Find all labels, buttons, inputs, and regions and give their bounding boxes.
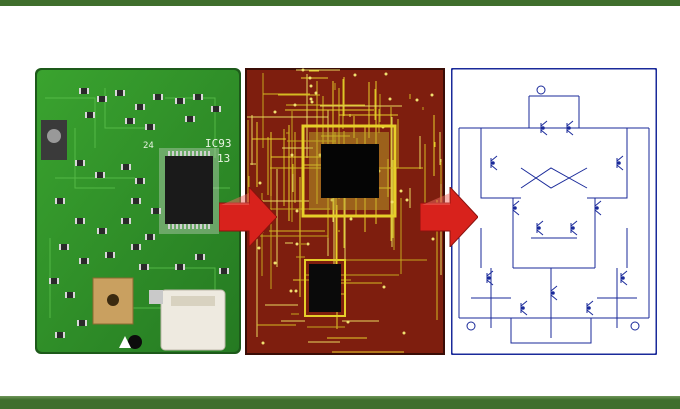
smd-component — [145, 124, 155, 130]
smd-component — [65, 292, 75, 298]
smd-component — [105, 252, 115, 258]
arrow-right-icon — [420, 187, 478, 247]
transistor-symbol — [536, 220, 544, 236]
transistor-symbol — [616, 155, 624, 171]
layout-main-ic — [321, 144, 379, 198]
transistor-symbol — [620, 270, 628, 286]
schematic-panel — [451, 68, 657, 355]
smd-component — [211, 106, 221, 112]
smd-component — [219, 268, 229, 274]
smd-component — [135, 178, 145, 184]
smd-component — [49, 278, 59, 284]
pcb-board — [37, 70, 239, 352]
smd-component — [115, 90, 125, 96]
smd-component — [77, 320, 87, 326]
transistor-symbol — [490, 155, 498, 171]
transistor-symbol — [570, 220, 578, 236]
smd-component — [75, 160, 85, 166]
smd-component — [175, 98, 185, 104]
smd-component — [55, 332, 65, 338]
smd-component — [145, 234, 155, 240]
transistor-symbol — [586, 300, 594, 316]
silkscreen-label-ic93: IC93 — [205, 137, 232, 150]
smd-component — [95, 172, 105, 178]
top-banner — [0, 0, 680, 6]
smd-component — [75, 218, 85, 224]
smd-component — [151, 208, 161, 214]
transistor-symbol — [520, 300, 528, 316]
smd-component — [195, 254, 205, 260]
smd-component — [97, 228, 107, 234]
smd-component — [193, 94, 203, 100]
smd-component — [121, 164, 131, 170]
arrow-right-icon — [219, 187, 277, 247]
smd-component — [79, 88, 89, 94]
smd-component — [121, 218, 131, 224]
smd-component — [97, 96, 107, 102]
smd-component — [153, 94, 163, 100]
smd-component — [125, 118, 135, 124]
transistor-symbol — [540, 120, 548, 136]
smd-component — [175, 264, 185, 270]
schematic-frame — [451, 68, 657, 355]
silkscreen-label-24: 24 — [143, 141, 154, 151]
transistor-symbol — [550, 285, 558, 301]
bottom-banner — [0, 396, 680, 409]
smd-component — [85, 112, 95, 118]
silkscreen-label-13: 13 — [217, 152, 230, 165]
smd-component — [135, 104, 145, 110]
transistor-symbol — [512, 200, 520, 216]
transistor-symbol — [594, 200, 602, 216]
transistor-symbol — [566, 120, 574, 136]
pcb-layout-panel — [245, 68, 445, 355]
smd-component — [79, 258, 89, 264]
smd-component — [131, 244, 141, 250]
main-ic-chip — [165, 156, 213, 224]
pcb-photo-panel: IC93 13 24 — [35, 68, 241, 354]
transistor-symbol — [486, 270, 494, 286]
layout-secondary-ic — [309, 264, 341, 312]
smd-component — [59, 244, 69, 250]
smd-component — [185, 116, 195, 122]
smd-component — [55, 198, 65, 204]
smd-component — [131, 198, 141, 204]
smd-component — [139, 264, 149, 270]
